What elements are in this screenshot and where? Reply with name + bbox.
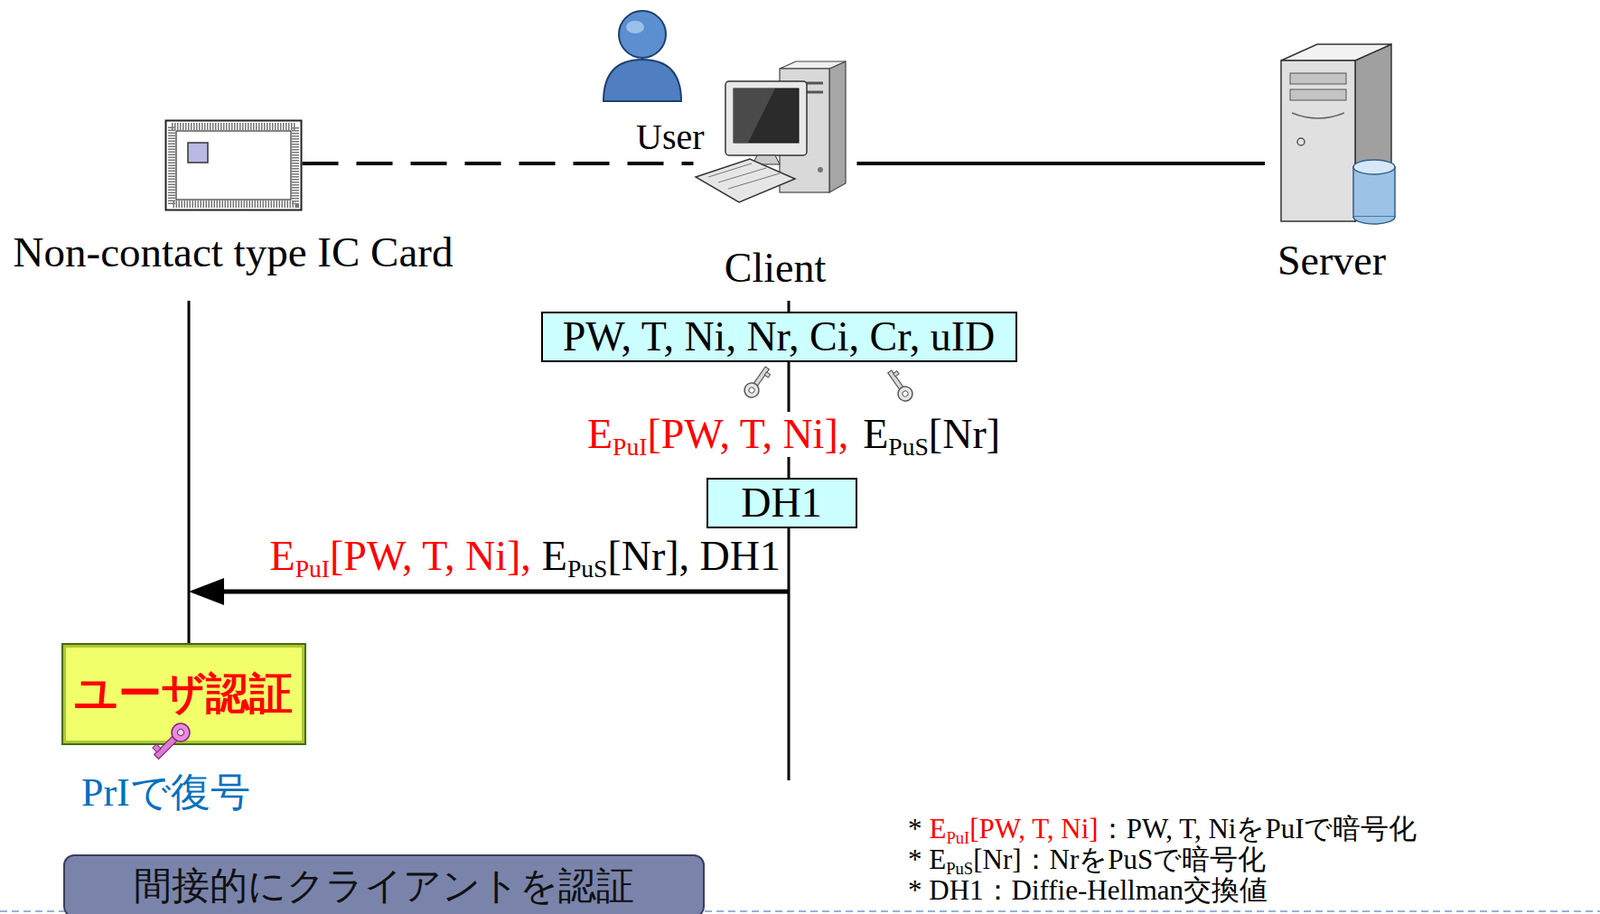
label-row: * EPuS[Nr]：NrをPuSで暗号化: [907, 844, 1266, 875]
dh-box: DH1: [706, 477, 858, 529]
result-box: 間接的にクライアントを認証: [63, 854, 705, 914]
actor-name: Server: [1277, 238, 1386, 284]
text-part: E: [542, 533, 568, 580]
text-part: [Nr], DH1: [607, 533, 781, 580]
text-part: [PW, T, Ni],: [329, 533, 532, 580]
power-button: [817, 167, 824, 173]
card-antenna: [171, 126, 296, 205]
text-part: [PW, T, Ni],: [646, 411, 849, 458]
text-part: [PW, T, Ni]: [969, 813, 1098, 845]
box-text: PW, T, Ni, Nr, Ci, Cr, uID: [562, 314, 996, 360]
server-front: [1281, 60, 1356, 222]
card-icon: [164, 119, 303, 212]
key-tooth: [893, 371, 899, 377]
tower-top: [779, 61, 846, 69]
message-arrow-head: [188, 578, 225, 606]
monitor-screen: [733, 88, 799, 143]
text-part: E: [587, 411, 613, 458]
annotation: * DH1：Diffie-Hellman交換値: [907, 875, 1268, 906]
connector-line: [302, 161, 694, 166]
annotation: EPuI[PW, T, Ni],: [585, 411, 851, 458]
connector-line: [857, 161, 1266, 166]
decrypt-key: [149, 719, 194, 763]
actor-name: Client: [724, 245, 826, 291]
annotation: EPuS[Nr]: [860, 411, 1002, 458]
text-part: [Nr]：NrをPuSで暗号化: [973, 843, 1266, 876]
label-row: User: [636, 117, 705, 157]
key-hole: [748, 386, 756, 394]
subscript: PuS: [567, 554, 609, 583]
key-icon: [741, 364, 774, 401]
server-led: [1297, 138, 1305, 146]
user-icon: [603, 10, 682, 102]
annotation: User: [636, 117, 705, 157]
user-head: [618, 10, 666, 58]
drive-bay: [1290, 73, 1347, 85]
ic-card: Non-contact type IC Card: [13, 119, 454, 276]
key-row: [708, 163, 752, 178]
box-text: DH1: [740, 480, 822, 526]
drive-bay: [1290, 89, 1347, 101]
label-row: EPuI[PW, T, Ni],EPuS[Nr], DH1: [270, 533, 781, 580]
label-row: *EPuI[PW, T, Ni]：PW, T, NiをPuIで暗号化: [907, 814, 1417, 844]
key-row: [728, 173, 780, 189]
key-tooth: [151, 743, 160, 752]
client-pc: Client: [693, 61, 858, 291]
box-text: ユーザ認証: [74, 670, 293, 718]
card-chip: [187, 142, 208, 163]
annotation: PrIで復号: [81, 771, 251, 815]
server-icon: [1264, 40, 1399, 225]
text-part: [Nr]: [928, 411, 1001, 458]
key-head: [895, 383, 916, 404]
actor-name: Non-contact type IC Card: [13, 229, 454, 276]
subscript: PuI: [945, 828, 970, 848]
text-part: * E: [907, 843, 946, 876]
text-part: E: [862, 411, 889, 458]
key-icon: [142, 718, 197, 764]
pc-icon: [693, 61, 858, 205]
key-head: [741, 380, 762, 401]
user-highlight: [626, 20, 645, 34]
server-machine: Server: [1264, 40, 1399, 284]
text-part: E: [929, 813, 947, 845]
card-lifeline: [187, 300, 191, 687]
box-text: 間接的にクライアントを認証: [133, 865, 635, 907]
database-top: [1353, 159, 1395, 175]
database-bottom: [1353, 216, 1395, 225]
card-face: [176, 130, 291, 200]
tower-side: [829, 61, 846, 193]
message-arrow-line: [216, 589, 789, 595]
label-row: EPuI[PW, T, Ni],EPuS[Nr]: [585, 411, 1002, 458]
text-part: E: [270, 533, 296, 580]
screen-glare: [733, 88, 776, 143]
key-row: [718, 168, 767, 183]
annotation: * EPuS[Nr]：NrをPuSで暗号化: [907, 844, 1266, 875]
key-hole: [901, 390, 909, 398]
card-body: [165, 121, 301, 211]
label-row: PrIで復号: [81, 771, 251, 815]
data-box: PW, T, Ni, Nr, Ci, Cr, uID: [541, 311, 1018, 363]
subscript: PuI: [612, 432, 647, 461]
annotation: *: [907, 814, 923, 844]
key-icon: [883, 367, 916, 404]
auth-box: ユーザ認証: [61, 643, 307, 746]
client-lifeline: [787, 300, 791, 781]
key-hole: [176, 728, 186, 738]
annotation: EPuI[PW, T, Ni],: [270, 533, 532, 580]
annotation: EPuI[PW, T, Ni]: [929, 814, 1099, 844]
server-curve: [1291, 112, 1345, 119]
annotation: EPuS[Nr], DH1: [542, 533, 781, 580]
key-head: [167, 719, 193, 745]
subscript: PuI: [295, 554, 330, 583]
monitor-frame: [725, 81, 807, 156]
subscript: PuS: [888, 432, 929, 461]
annotation: ：PW, T, NiをPuIで暗号化: [1098, 814, 1418, 844]
key-tooth: [764, 372, 770, 378]
label-row: * DH1：Diffie-Hellman交換値: [907, 875, 1268, 906]
user-body: [603, 59, 682, 102]
server-top: [1281, 44, 1392, 61]
keyboard: [695, 159, 796, 203]
